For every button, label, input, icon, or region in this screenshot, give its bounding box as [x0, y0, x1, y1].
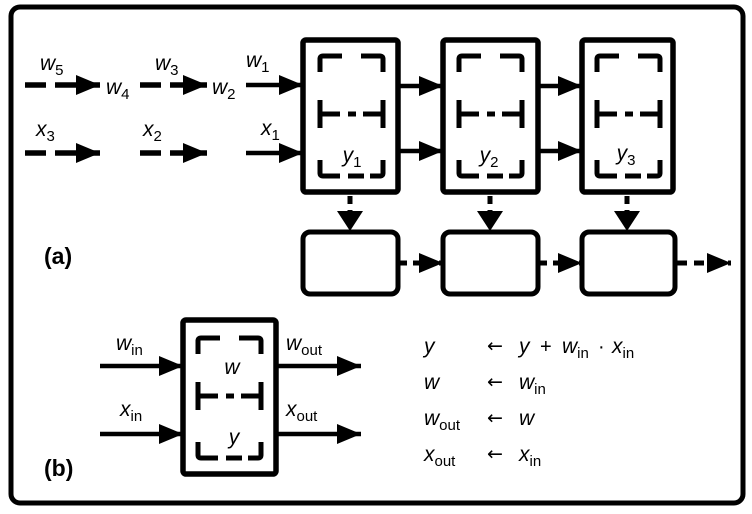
panel-a: (a) w5 w4 w3 w2 w1 x3 x2 x1 y1: [25, 37, 731, 297]
eq2-rhs: win: [519, 371, 546, 398]
processing-cells: y1 y2 y3: [300, 37, 676, 195]
eq2-assign-arrow: ←: [487, 371, 503, 393]
cell-inputs: win xin: [100, 332, 183, 444]
inter-cell-arrows: [398, 76, 582, 161]
panel-b-label: (b): [44, 455, 73, 481]
cell-3-box: [579, 37, 676, 195]
eq4-lhs: xout: [423, 443, 456, 470]
w-input-stream: w5 w4 w3 w2 w1: [25, 49, 303, 103]
eq1-assign-arrow: ←: [487, 335, 503, 357]
eq1-lhs: y: [422, 335, 436, 358]
x-input-stream: x3 x2 x1: [25, 117, 303, 163]
label-x3: x3: [35, 118, 55, 145]
label-x-out: xout: [285, 398, 318, 425]
cell-definition-box: [180, 317, 279, 477]
cell-3-label: y3: [615, 142, 636, 169]
w-register-label: w: [224, 356, 241, 379]
cell-3-tap-arrowhead: [614, 211, 640, 231]
eq4-assign-arrow: ←: [487, 443, 503, 465]
eq3-lhs: wout: [424, 407, 461, 434]
cell-2-label: y2: [478, 144, 499, 171]
label-w4: w4: [106, 76, 130, 103]
cell-outputs: wout xout: [276, 332, 361, 444]
figure-border: [8, 4, 746, 506]
latch-2-box: [440, 229, 541, 297]
eq2-lhs: w: [424, 371, 441, 394]
eq3-rhs: w: [519, 407, 536, 430]
panel-b: (b) w y win xin wout xout y ← y+win·xin …: [44, 317, 634, 481]
cell-output-taps: [337, 196, 640, 231]
label-w3: w3: [155, 52, 179, 79]
label-x2: x2: [142, 118, 162, 145]
cell-equations: y ← y+win·xin w ← win wout ← w xout ← xi…: [422, 335, 634, 470]
eq3-assign-arrow: ←: [487, 407, 503, 429]
eq4-rhs: xin: [518, 443, 541, 470]
eq1-rhs: y+win·xin: [517, 335, 634, 362]
cell-1-tap-arrowhead: [337, 211, 363, 231]
cell-2-box: [440, 37, 541, 195]
label-x1: x1: [260, 117, 280, 144]
label-w5: w5: [40, 52, 64, 79]
label-w-in: win: [116, 332, 143, 359]
label-w2: w2: [212, 76, 236, 103]
cell-1-label: y1: [341, 144, 362, 171]
y-register-label: y: [227, 426, 241, 449]
cell-2-tap-arrowhead: [477, 211, 503, 231]
panel-a-label: (a): [44, 243, 72, 269]
latch-1-box: [300, 229, 401, 297]
cell-1-box: [300, 37, 401, 195]
label-w1: w1: [246, 49, 270, 76]
label-x-in: xin: [119, 398, 142, 425]
result-latch-row: [300, 229, 731, 297]
label-w-out: wout: [286, 332, 323, 359]
latch-3-box: [579, 229, 678, 297]
